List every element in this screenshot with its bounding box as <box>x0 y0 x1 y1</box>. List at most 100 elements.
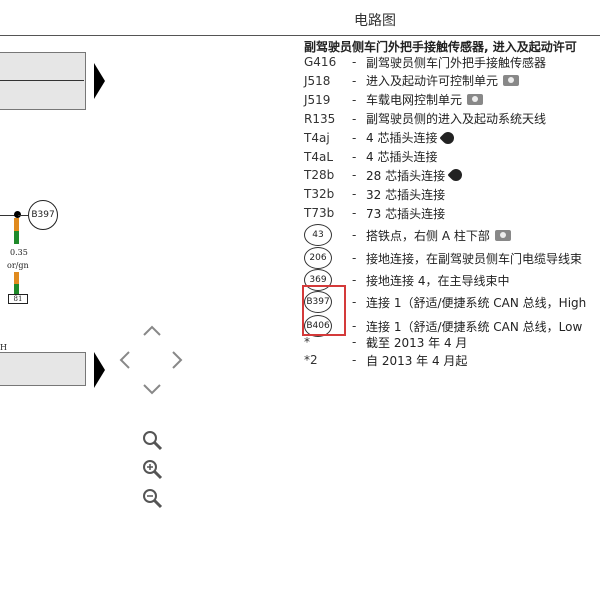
chevron-left-icon <box>119 351 130 369</box>
legend-description: 车载电网控制单元 <box>366 93 463 108</box>
legend-dash: - <box>352 353 357 367</box>
legend-dash: - <box>352 149 357 164</box>
legend-description: 搭铁点，右侧 A 柱下部 <box>366 228 490 243</box>
legend-description: 进入及起动许可控制单元 <box>366 74 499 89</box>
plug-icon[interactable] <box>447 166 465 184</box>
legend-row: T4aj -4 芯插头连接 <box>304 129 457 147</box>
legend-code: T73b <box>304 206 335 221</box>
plug-icon[interactable] <box>439 129 457 147</box>
pin-label: 81 <box>8 294 28 304</box>
connector-divider-top <box>0 80 84 81</box>
legend-dash: - <box>352 273 357 287</box>
legend-description: 4 芯插头连接 <box>366 150 438 164</box>
legend-description: 自 2013 年 4 月起 <box>366 353 468 368</box>
legend-dash: - <box>352 130 357 145</box>
chevron-up-icon <box>143 325 161 336</box>
connector-block-top <box>0 52 86 110</box>
legend-circle-code: B406 <box>304 315 332 337</box>
legend-dash: - <box>352 335 357 349</box>
page-title: 电路图 <box>354 13 396 29</box>
magnifier-icon <box>143 431 163 451</box>
legend-dash: - <box>352 92 357 107</box>
zoom-in-button[interactable] <box>142 459 164 481</box>
zoom-out-icon <box>143 489 163 509</box>
legend-code: T28b <box>304 168 335 183</box>
legend-dash: - <box>352 228 357 242</box>
legend-dash: - <box>352 168 357 183</box>
wire-orange-segment-2 <box>14 272 19 284</box>
camera-icon[interactable] <box>503 75 520 87</box>
legend-description: 73 芯插头连接 <box>366 206 446 221</box>
pan-down-button[interactable] <box>140 380 164 398</box>
legend-description: 接地连接，在副驾驶员侧车门电缆导线束 <box>366 251 583 266</box>
wire-size-label: 0.35 <box>10 248 28 257</box>
junction-node <box>14 211 21 218</box>
wire-horizontal <box>0 215 18 216</box>
legend-row: T73b -73 芯插头连接 <box>304 204 445 222</box>
zoom-fit-button[interactable] <box>142 430 164 452</box>
legend-description: 接地连接 4，在主导线束中 <box>366 273 510 288</box>
legend-row: G416-副驾驶员侧车门外把手接触传感器 <box>304 53 546 71</box>
legend-code: T32b <box>304 187 335 202</box>
legend-description: 连接 1（舒适/便捷系统 CAN 总线，High <box>366 295 587 310</box>
legend-row: 43 -搭铁点，右侧 A 柱下部 <box>304 224 511 246</box>
legend-row: J519 -车载电网控制单元 <box>304 91 484 109</box>
legend-description: 32 芯插头连接 <box>366 187 446 202</box>
pan-right-button[interactable] <box>170 348 184 372</box>
legend-circle-code: 43 <box>304 224 332 246</box>
connector-block-bottom <box>0 352 86 386</box>
wire-letter-label: H <box>0 343 7 352</box>
legend-code: T4aj <box>304 130 330 145</box>
legend-row: B397 -连接 1（舒适/便捷系统 CAN 总线，High <box>304 291 587 313</box>
legend-dash: - <box>352 295 357 309</box>
legend-circle-code: 206 <box>304 247 332 269</box>
wire-green-segment <box>14 231 19 244</box>
connection-circle-b397[interactable]: B397 <box>28 200 58 230</box>
legend-code: R135 <box>304 111 336 126</box>
legend-row: J518-进入及起动许可控制单元 <box>304 72 520 90</box>
wire-color-label: or/gn <box>7 261 29 270</box>
chevron-down-icon <box>143 384 161 395</box>
legend-circle-code: B397 <box>304 291 332 313</box>
legend-code: J518 <box>304 73 331 88</box>
legend-code: J519 <box>304 92 331 107</box>
zoom-out-button[interactable] <box>142 488 164 510</box>
chevron-right-icon <box>172 351 183 369</box>
legend-dash: - <box>352 319 357 333</box>
zoom-in-icon <box>143 460 163 480</box>
continue-arrow-bottom <box>94 352 105 388</box>
highlight-box <box>302 285 346 336</box>
legend-dash: - <box>352 206 357 221</box>
pan-up-button[interactable] <box>140 322 164 340</box>
legend-row: 369 -接地连接 4，在主导线束中 <box>304 269 510 291</box>
legend-dash: - <box>352 187 357 202</box>
legend-row: R135 -副驾驶员侧的进入及起动系统天线 <box>304 110 546 128</box>
legend-heading: 副驾驶员侧车门外把手接触传感器, 进入及起动许可 <box>304 40 577 54</box>
pan-left-button[interactable] <box>118 348 132 372</box>
legend-description: 截至 2013 年 4 月 <box>366 335 468 350</box>
legend-description: 副驾驶员侧的进入及起动系统天线 <box>366 112 547 127</box>
legend-code: T4aL <box>304 149 334 164</box>
legend-dash: - <box>352 111 357 126</box>
legend-description: 4 芯插头连接 <box>366 131 438 146</box>
legend-row: T32b -32 芯插头连接 <box>304 185 445 203</box>
legend-row: B406 -连接 1（舒适/便捷系统 CAN 总线，Low <box>304 315 583 337</box>
legend-row: T28b -28 芯插头连接 <box>304 166 465 184</box>
legend-description: 连接 1（舒适/便捷系统 CAN 总线，Low <box>366 319 583 334</box>
legend-code: *2 <box>304 353 318 367</box>
camera-icon[interactable] <box>467 94 484 106</box>
legend-description: 副驾驶员侧车门外把手接触传感器 <box>366 55 547 70</box>
camera-icon[interactable] <box>494 229 511 241</box>
legend-row: T4aL -4 芯插头连接 <box>304 148 437 166</box>
legend-code: * <box>304 335 310 349</box>
continue-arrow-top <box>94 63 105 99</box>
wire-green-segment-2 <box>14 284 19 294</box>
legend-dash: - <box>352 251 357 265</box>
legend-row: * -截至 2013 年 4 月 <box>304 333 467 351</box>
wire-orange-segment <box>14 218 19 231</box>
legend-dash: - <box>352 55 357 69</box>
legend-description: 28 芯插头连接 <box>366 168 446 183</box>
legend-row: 206 -接地连接，在副驾驶员侧车门电缆导线束 <box>304 247 583 269</box>
legend-circle-code: 369 <box>304 269 332 291</box>
title-divider <box>0 35 600 36</box>
